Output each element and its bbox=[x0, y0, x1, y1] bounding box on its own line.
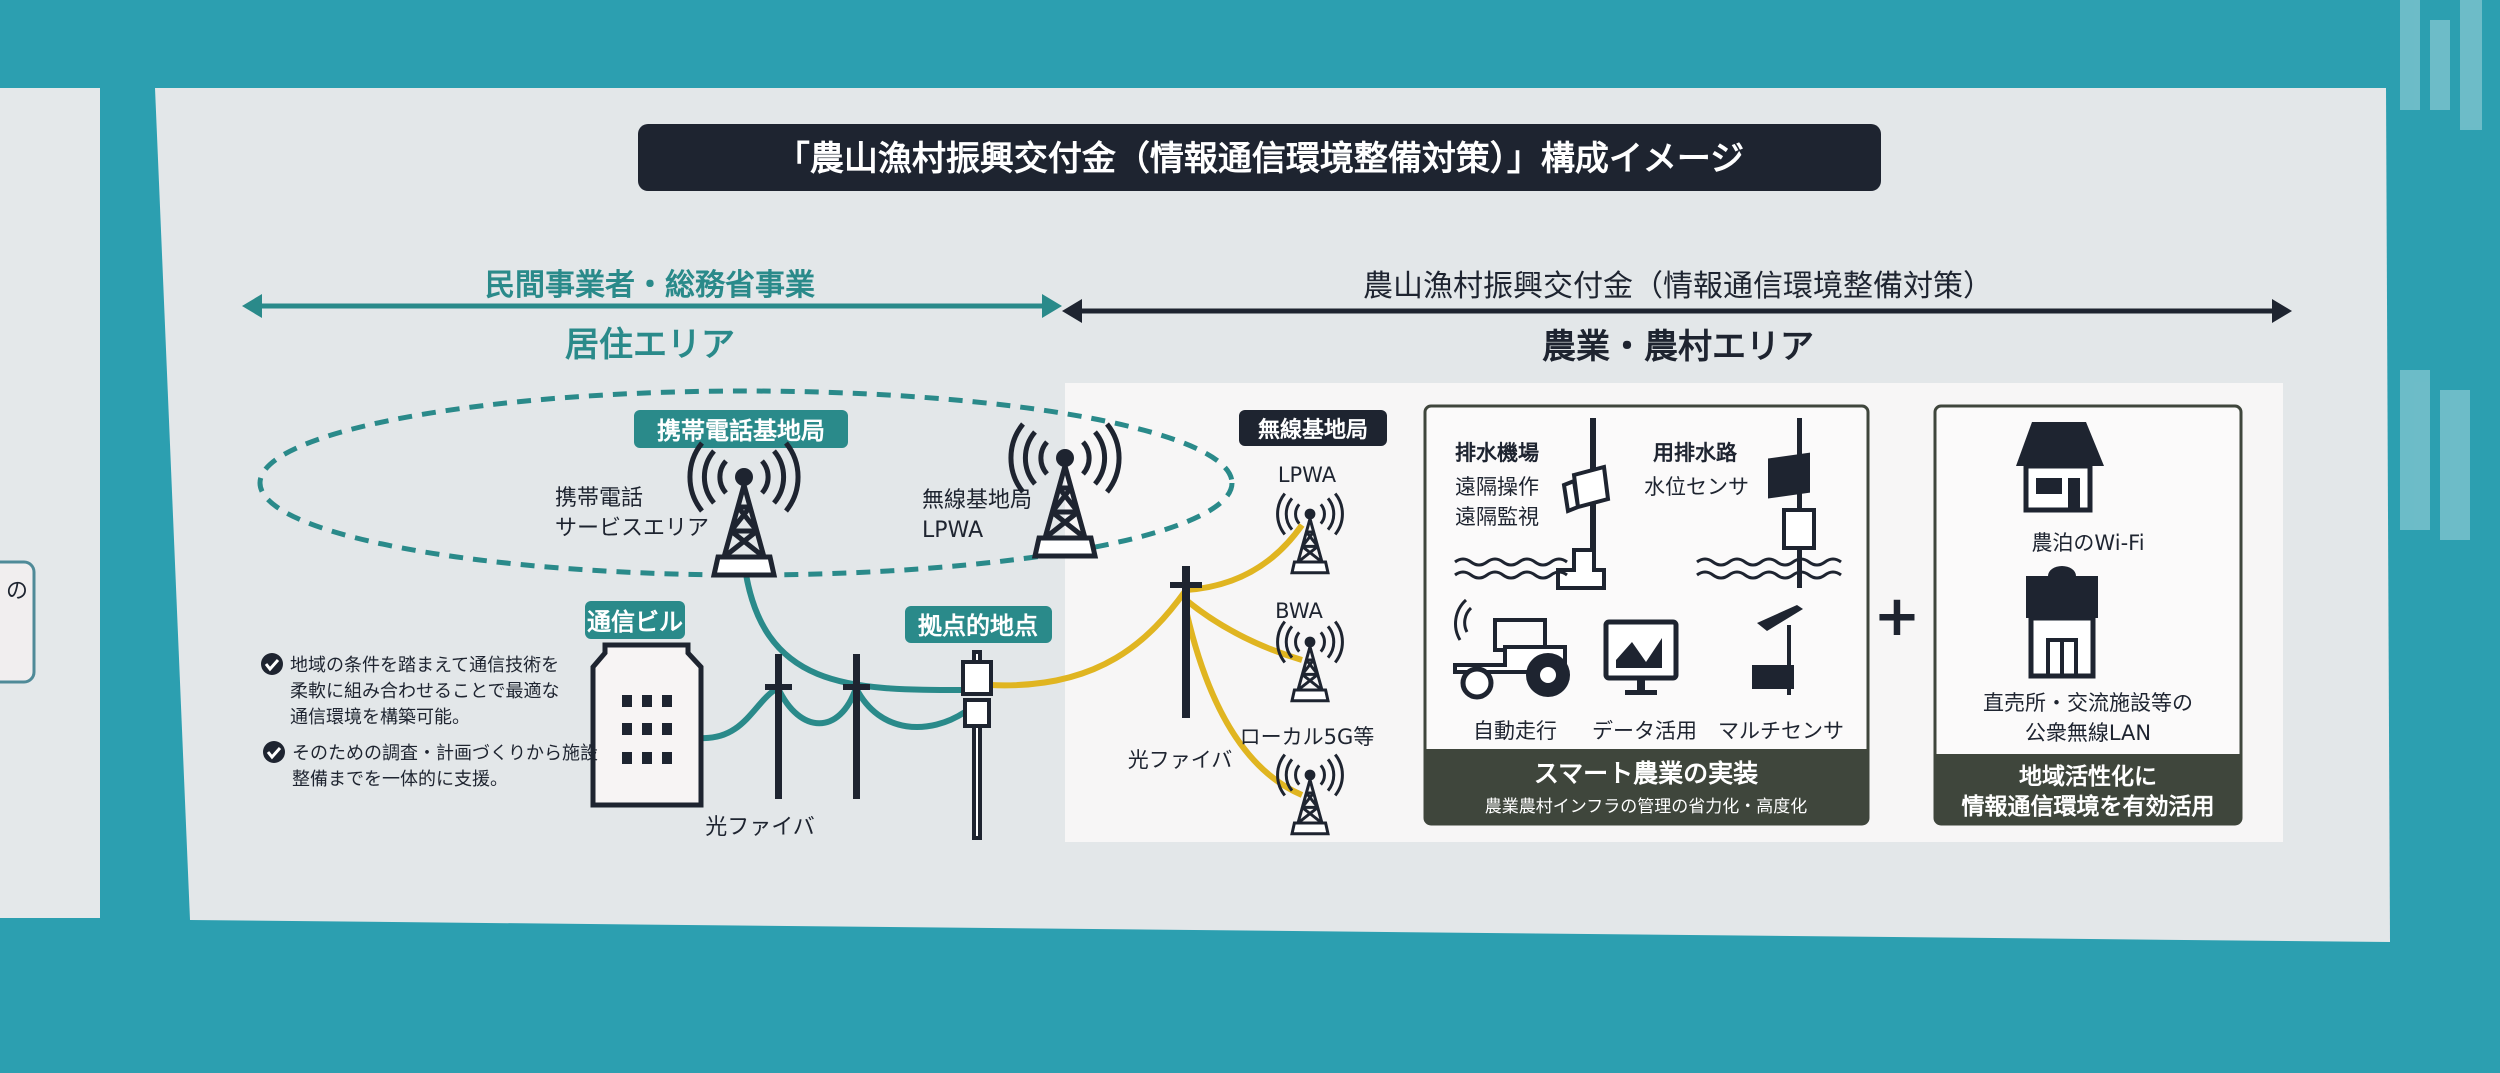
tower-label-bwa: BWA bbox=[1275, 599, 1323, 623]
wall-decoration bbox=[2400, 0, 2482, 540]
pump-station-icon bbox=[1556, 418, 1611, 590]
right-area-label: 農業・農村エリア bbox=[1542, 327, 1814, 367]
left-section-heading: 民間事業者・総務省事業 bbox=[485, 268, 815, 303]
wireless-lpwa-label: 無線基地局 bbox=[922, 488, 1032, 513]
tower-label-lpwa: LPWA bbox=[1278, 463, 1337, 487]
utility-pole-icon bbox=[765, 654, 870, 799]
wireless-base-station-badge bbox=[1239, 410, 1387, 446]
check-circle-icon bbox=[263, 741, 285, 763]
bullet-list: 地域の条件を踏まえて通信技術を 柔軟に組み合わせることで最適な 通信環境を構築可… bbox=[261, 653, 598, 790]
hub-point-label: 拠点的地点 bbox=[918, 612, 1038, 640]
left-area-label: 居住エリア bbox=[565, 325, 735, 365]
bullet-text: 地域の条件を踏まえて通信技術を bbox=[290, 655, 559, 676]
yellow-fiber-cables bbox=[989, 523, 1305, 798]
building-icon bbox=[590, 642, 704, 808]
wireless-base-station-label: 無線基地局 bbox=[1258, 417, 1368, 443]
hub-equipment-icon bbox=[961, 650, 993, 840]
side-panel bbox=[0, 88, 100, 918]
drainage-pump-title: 排水機場 bbox=[1455, 441, 1539, 465]
farm-stay-house-icon bbox=[2016, 422, 2104, 513]
regional-footer-title: 地域活性化に bbox=[2019, 763, 2157, 790]
tower-label-local5g: ローカル5G等 bbox=[1240, 725, 1375, 749]
side-panel-card bbox=[0, 560, 36, 684]
telecom-building-label: 通信ビル bbox=[587, 608, 683, 636]
teal-fiber-cable-poles bbox=[700, 680, 967, 742]
mobile-base-station-label: 携帯電話基地局 bbox=[657, 417, 825, 445]
multi-sensor-drone-icon bbox=[1752, 605, 1803, 695]
wireless-lpwa-label: LPWA bbox=[922, 518, 983, 543]
optical-fiber-label: 光ファイバ bbox=[705, 815, 815, 840]
plus-sign: + bbox=[1874, 584, 1921, 649]
smart-agriculture-card: 排水機場 遠隔操作 遠隔監視 用排水路 水位センサ bbox=[1423, 404, 1870, 826]
regional-footer-title: 情報通信環境を有効活用 bbox=[1962, 793, 2215, 820]
smart-ag-item-label: 自動走行 bbox=[1473, 719, 1557, 743]
mobile-base-station-badge bbox=[634, 410, 848, 448]
teal-fiber-cable bbox=[741, 560, 966, 693]
bullet-text: そのための調査・計画づくりから施設 bbox=[292, 743, 598, 764]
public-lan-label: 直売所・交流施設等の bbox=[1983, 691, 2193, 715]
water-waves-icon bbox=[1454, 557, 1842, 580]
public-lan-label: 公衆無線LAN bbox=[2025, 721, 2151, 745]
title-bar bbox=[638, 124, 1881, 191]
water-level-sensor-icon bbox=[1768, 418, 1816, 588]
left-range-arrow bbox=[242, 294, 1062, 318]
facility-building-icon bbox=[2026, 566, 2098, 679]
smart-ag-footer-subtitle: 農業農村インフラの管理の省力化・高度化 bbox=[1485, 797, 1808, 817]
regional-activation-card: 農泊のWi-Fi 直売所・交流施設等の 公衆無線LAN 地域活性化に 情報通信環… bbox=[1933, 404, 2243, 826]
service-area-label: 携帯電話 bbox=[555, 486, 643, 511]
telecom-building-badge bbox=[585, 601, 685, 639]
smart-ag-footer-title: スマート農業の実装 bbox=[1534, 759, 1758, 788]
right-range-arrow bbox=[1062, 299, 2292, 323]
page-title: 「農山漁村振興交付金（情報通信環境整備対策）」構成イメージ bbox=[776, 139, 1744, 179]
drainage-pump-text: 遠隔監視 bbox=[1455, 505, 1539, 529]
bullet-text: 柔軟に組み合わせることで最適な bbox=[290, 681, 559, 702]
smart-ag-item-label: マルチセンサ bbox=[1718, 719, 1844, 743]
farm-stay-wifi-label: 農泊のWi-Fi bbox=[2031, 531, 2144, 555]
fiber-pole-icon bbox=[1170, 566, 1202, 718]
waterway-title: 用排水路 bbox=[1653, 441, 1738, 465]
smart-ag-item-label: データ活用 bbox=[1592, 719, 1697, 743]
optical-fiber-label: 光ファイバ bbox=[1128, 748, 1233, 772]
data-monitor-icon bbox=[1603, 619, 1679, 695]
drainage-pump-text: 遠隔操作 bbox=[1455, 475, 1539, 499]
side-panel-text: の bbox=[6, 579, 28, 604]
waterway-text: 水位センサ bbox=[1644, 475, 1749, 499]
bullet-text: 整備までを一体的に支援。 bbox=[292, 769, 508, 790]
service-area-label: サービスエリア bbox=[555, 516, 709, 541]
hub-point-badge bbox=[905, 606, 1052, 643]
bullet-text: 通信環境を構築可能。 bbox=[290, 707, 470, 728]
tractor-icon bbox=[1453, 598, 1570, 700]
right-section-heading: 農山漁村振興交付金（情報通信環境整備対策） bbox=[1363, 269, 1993, 304]
check-circle-icon bbox=[261, 653, 283, 675]
